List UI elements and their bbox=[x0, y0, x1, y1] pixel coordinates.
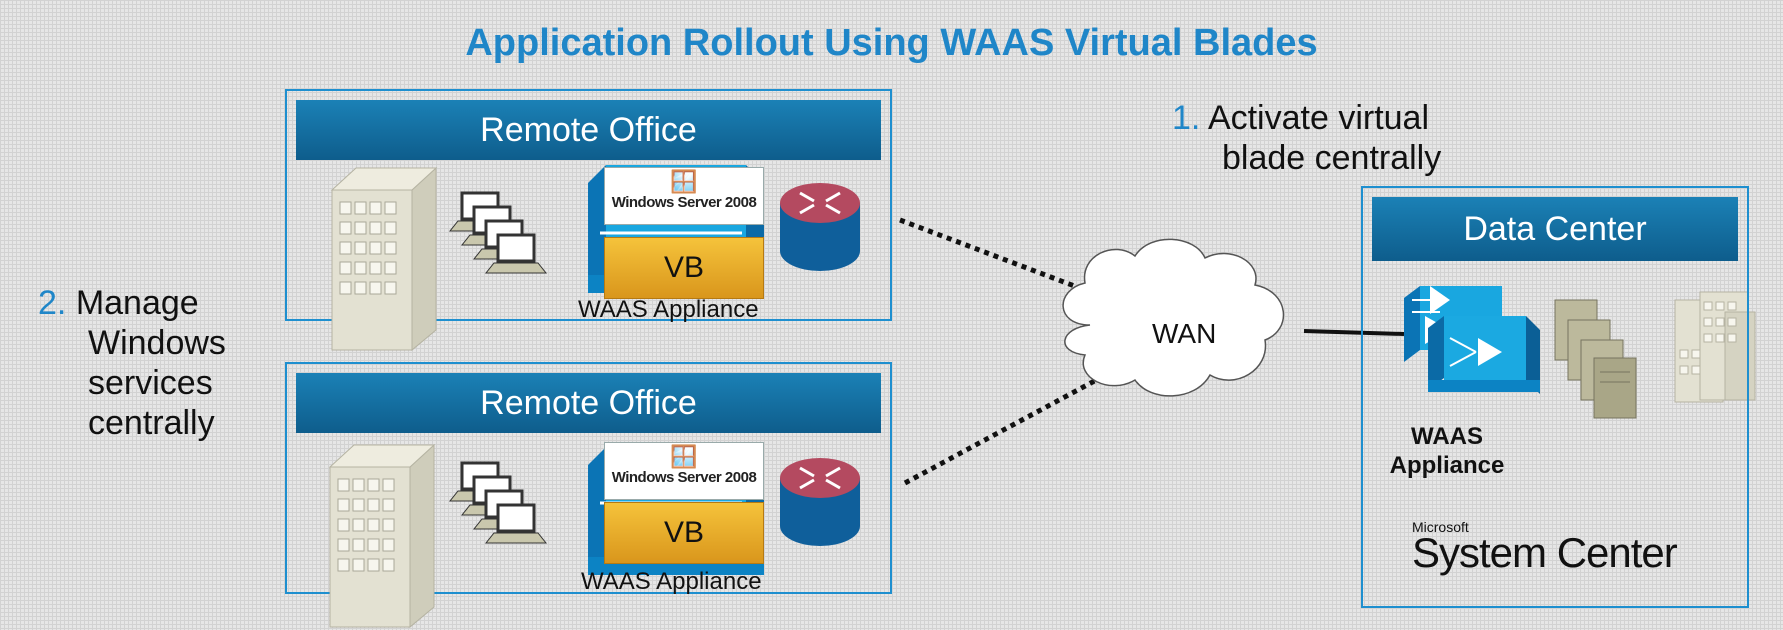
windows-server-label: Windows Server 2008 bbox=[611, 194, 757, 211]
datacenter-appliance-label-line-1: WAAS bbox=[1411, 423, 1483, 450]
step-2-number: 2. bbox=[38, 284, 67, 322]
virtual-blade-upper: VB bbox=[604, 237, 764, 299]
wan-link-datacenter bbox=[1303, 329, 1405, 336]
wan-cloud-icon bbox=[1062, 238, 1285, 397]
microsoft-wordmark: Microsoft bbox=[1412, 519, 1469, 535]
laptops-icon bbox=[448, 461, 548, 545]
microsoft-system-center-logo: Microsoft System Center bbox=[1412, 519, 1678, 577]
building-icon bbox=[329, 444, 435, 628]
windows-flag-icon: 🪟 bbox=[670, 444, 698, 469]
windows-flag-icon: 🪟 bbox=[670, 169, 698, 194]
router-icon bbox=[778, 181, 862, 273]
datacenter-appliance-label: WAAS Appliance bbox=[1372, 422, 1522, 480]
virtual-blade-lower: VB bbox=[604, 502, 764, 564]
data-center-header: Data Center bbox=[1372, 197, 1738, 261]
step-1-number: 1. bbox=[1172, 99, 1201, 137]
building-icon bbox=[331, 167, 437, 351]
data-center-box: Data Center bbox=[1361, 186, 1749, 608]
step-2-line-2: Windows bbox=[88, 324, 226, 362]
server-stack-icon bbox=[1554, 299, 1637, 419]
remote-office-upper-header: Remote Office bbox=[296, 100, 881, 160]
diagram-title: Application Rollout Using WAAS Virtual B… bbox=[465, 22, 1318, 64]
step-2-line-3: services bbox=[88, 364, 213, 402]
datacenter-appliance-icon bbox=[1404, 286, 1540, 394]
wan-link-lower bbox=[903, 375, 1102, 486]
remote-office-lower: Remote Office bbox=[285, 362, 892, 594]
router-icon bbox=[778, 456, 862, 548]
windows-server-logo: 🪟 Windows Server 2008 bbox=[604, 167, 764, 225]
windows-server-logo: 🪟 Windows Server 2008 bbox=[604, 442, 764, 500]
step-1-line-2: blade centrally bbox=[1222, 139, 1442, 177]
remote-office-upper: Remote Office bbox=[285, 89, 892, 321]
laptops-icon bbox=[448, 191, 548, 275]
waas-appliance-label-upper: WAAS Appliance bbox=[578, 296, 759, 323]
datacenter-building-icon bbox=[1674, 291, 1756, 403]
wan-label: WAN bbox=[1152, 318, 1217, 349]
system-center-wordmark: System Center bbox=[1412, 529, 1678, 576]
step-2-line-1: Manage bbox=[75, 284, 199, 322]
waas-appliance-label-lower: WAAS Appliance bbox=[581, 568, 762, 595]
datacenter-appliance-label-line-2: Appliance bbox=[1389, 452, 1505, 479]
wan-link-upper bbox=[899, 217, 1086, 293]
step-1-line-1: Activate virtual bbox=[1207, 99, 1430, 137]
remote-office-lower-header: Remote Office bbox=[296, 373, 881, 433]
step-1-note: 1. Activate virtual blade centrally bbox=[1172, 98, 1441, 178]
step-2-line-4: centrally bbox=[88, 404, 215, 442]
step-2-note: 2. Manage Windows services centrally bbox=[38, 283, 226, 443]
windows-server-label: Windows Server 2008 bbox=[611, 469, 757, 486]
